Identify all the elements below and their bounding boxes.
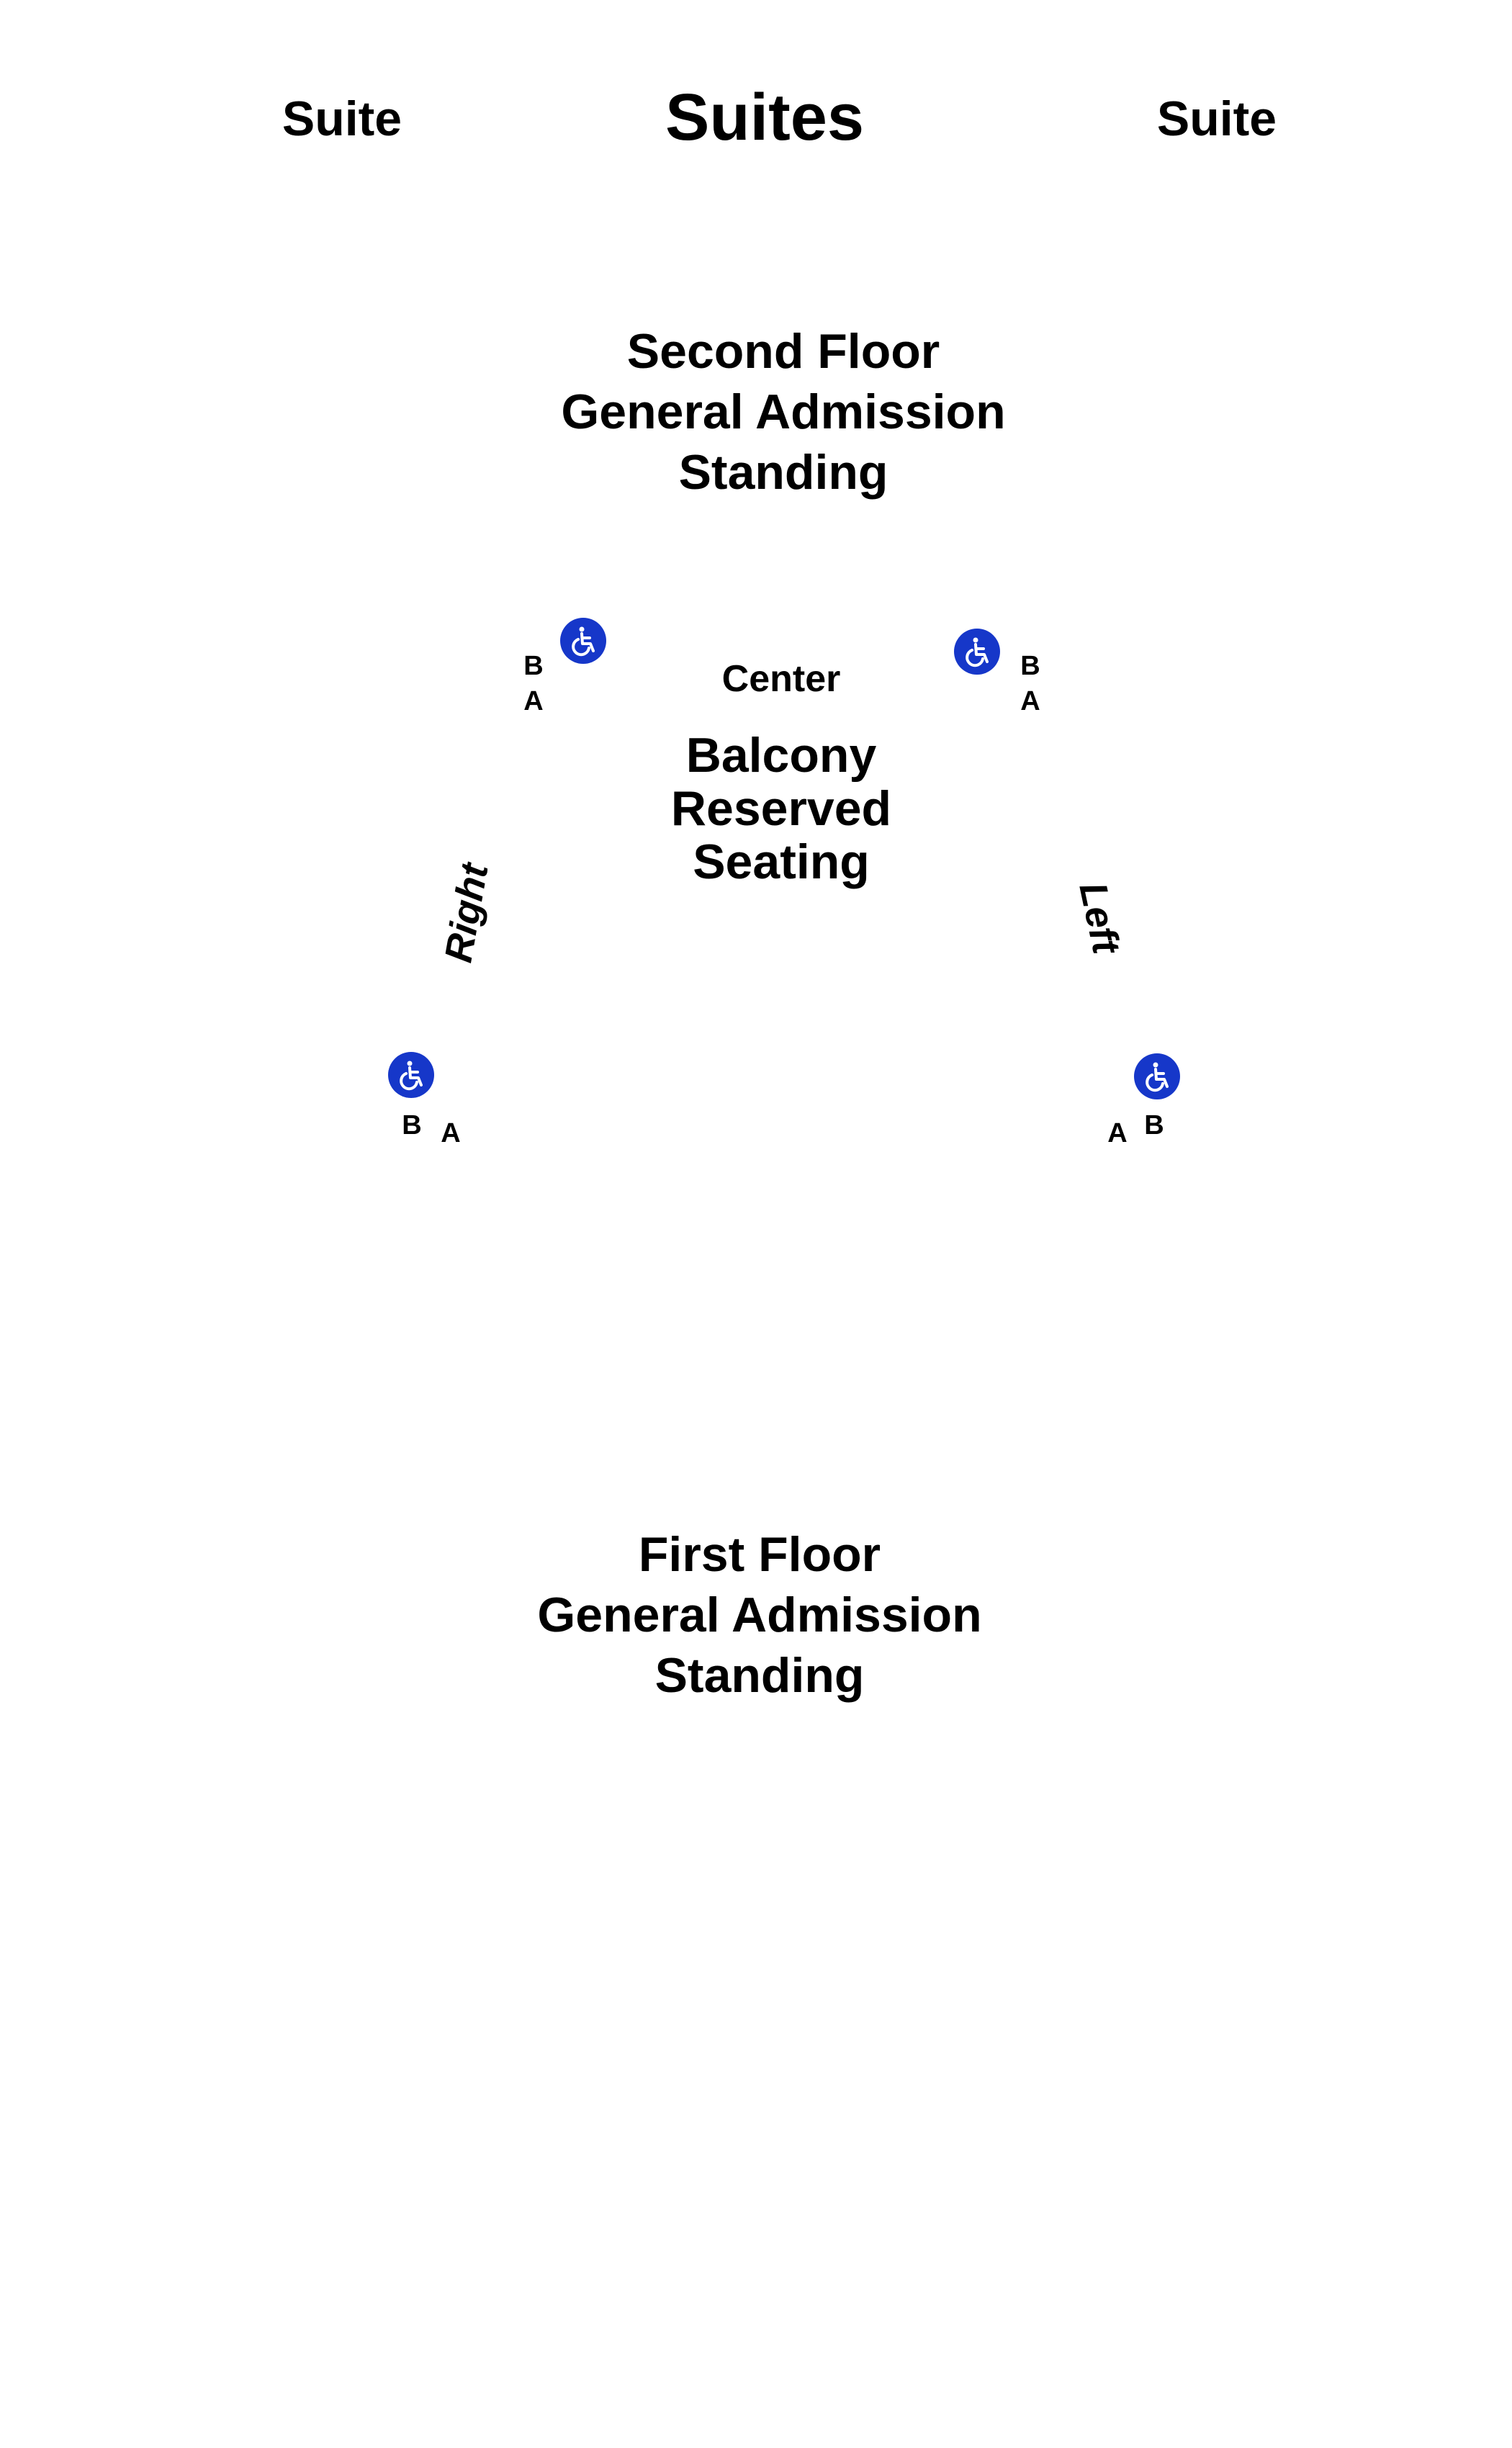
wheelchair-accessible-icon[interactable]	[1134, 1053, 1180, 1099]
first-floor-title: First Floor	[638, 1527, 881, 1582]
second-floor-type: General Admission	[561, 384, 1006, 439]
suite-right-label[interactable]: Suite	[1156, 91, 1277, 146]
row-label-a-top-left: A	[523, 686, 544, 716]
row-label-a-top-right: A	[1020, 686, 1040, 716]
suite-left-label[interactable]: Suite	[282, 91, 402, 146]
balcony-kind: Seating	[693, 834, 870, 889]
wheelchair-accessible-icon[interactable]	[560, 618, 606, 664]
row-label-a-bottom-left: A	[441, 1118, 461, 1148]
balcony-center-label[interactable]: Center	[721, 658, 841, 700]
wheelchair-accessible-icon[interactable]	[388, 1052, 434, 1098]
row-label-b-top-left: B	[523, 651, 544, 681]
balcony-right-label[interactable]: Right	[436, 860, 497, 966]
second-floor-kind: Standing	[678, 445, 888, 500]
suites-title[interactable]: Suites	[665, 81, 865, 154]
first-floor-section[interactable]: First Floor General Admission Standing	[537, 1524, 981, 1706]
row-label-b-bottom-left: B	[402, 1110, 422, 1140]
balcony-section[interactable]: Balcony Reserved Seating	[671, 729, 891, 888]
balcony-type: Reserved	[670, 781, 892, 836]
balcony-title: Balcony	[685, 728, 877, 783]
wheelchair-accessible-icon[interactable]	[954, 629, 1000, 675]
row-label-b-top-right: B	[1020, 651, 1040, 681]
row-label-b-bottom-right: B	[1144, 1110, 1164, 1140]
first-floor-type: General Admission	[537, 1588, 982, 1642]
balcony-left-label[interactable]: Left	[1071, 878, 1128, 958]
first-floor-kind: Standing	[654, 1648, 865, 1703]
second-floor-title: Second Floor	[626, 324, 940, 379]
second-floor-section[interactable]: Second Floor General Admission Standing	[561, 321, 1005, 503]
row-label-a-bottom-right: A	[1107, 1118, 1128, 1148]
